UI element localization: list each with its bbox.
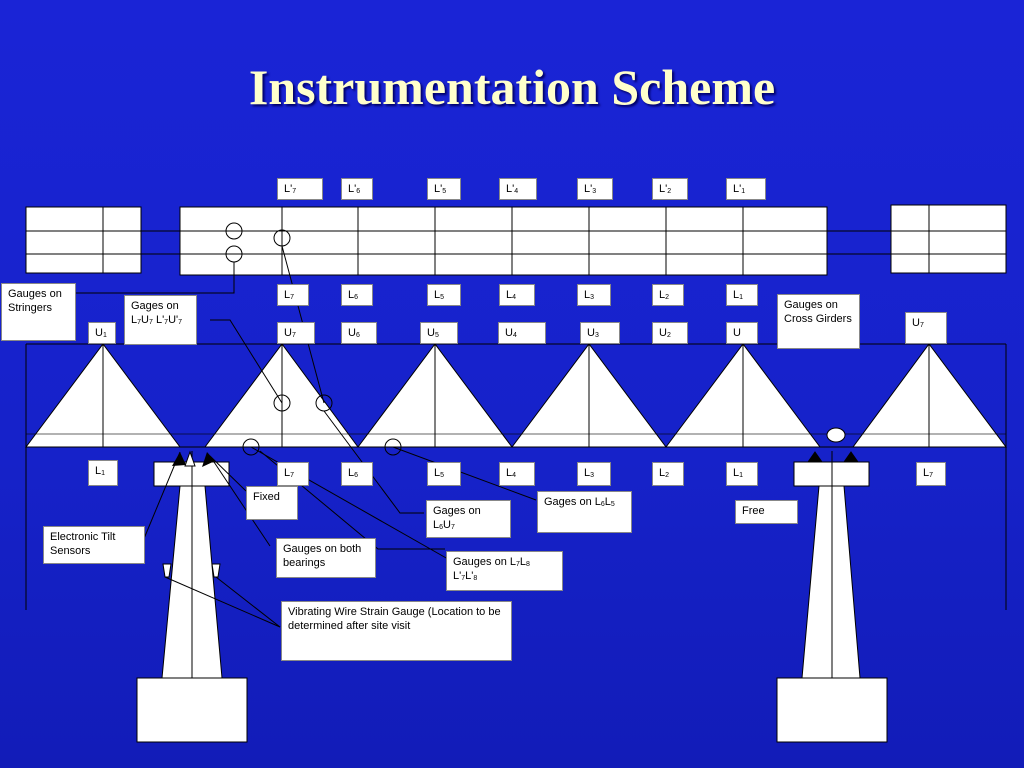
label-bl5: L5 [427, 462, 461, 486]
label-u4: U4 [498, 322, 546, 344]
deck-left-panel [25, 206, 142, 274]
label-bl1b: L1 [726, 462, 758, 486]
label-bl7: L7 [277, 462, 309, 486]
right-pier-footing [776, 677, 888, 743]
label-bl1: L1 [88, 460, 118, 486]
callout-fixed: Fixed [246, 486, 298, 520]
label-lp6: L'6 [341, 178, 373, 200]
callout-tilt-sensors: Electronic Tilt Sensors [43, 526, 145, 564]
label-bl2: L2 [652, 462, 684, 486]
callout-l6u7: Gages on L6U7 [426, 500, 511, 538]
callout-l7l8: Gauges on L7L8 L'7L'8 [446, 551, 563, 591]
callout-free: Free [735, 500, 798, 524]
label-lp3: L'3 [577, 178, 613, 200]
callout-l6l5: Gages on L6L5 [537, 491, 632, 533]
label-u7-right: U7 [905, 312, 947, 344]
label-bl4: L4 [499, 462, 535, 486]
label-l6: L6 [341, 284, 373, 306]
label-bl7-right: L7 [916, 462, 946, 486]
label-u5: U5 [420, 322, 458, 344]
callout-stringers: Gauges on Stringers [1, 283, 76, 341]
label-u6: U6 [341, 322, 377, 344]
label-bl3: L3 [577, 462, 611, 486]
right-pier-column [801, 485, 861, 679]
label-lp1: L'1 [726, 178, 766, 200]
label-lp7: L'7 [277, 178, 323, 200]
gauge-circle [242, 438, 260, 456]
gauge-circle [273, 394, 291, 412]
callout-strain-gauge: Vibrating Wire Strain Gauge (Location to… [281, 601, 512, 661]
label-l7: L7 [277, 284, 309, 306]
label-u1: U1 [88, 322, 116, 344]
deck-center-panel [179, 206, 828, 276]
label-l5: L5 [427, 284, 461, 306]
label-l1: L1 [726, 284, 758, 306]
label-lp4: L'4 [499, 178, 537, 200]
slide-title: Instrumentation Scheme [248, 59, 776, 115]
label-u: U [726, 322, 758, 344]
gauge-circle [826, 427, 846, 443]
label-l4: L4 [499, 284, 535, 306]
label-u2: U2 [652, 322, 688, 344]
gauge-circle [384, 438, 402, 456]
callout-gages-l7u7: Gages on L7U7 L'7U'7 [124, 295, 197, 345]
gauge-circle [225, 222, 243, 240]
left-pier-footing [136, 677, 248, 743]
label-u3: U3 [580, 322, 620, 344]
label-bl6: L6 [341, 462, 373, 486]
label-lp2: L'2 [652, 178, 688, 200]
callout-cross-girders: Gauges on Cross Girders [777, 294, 860, 349]
label-l2: L2 [652, 284, 684, 306]
label-l3: L3 [577, 284, 611, 306]
label-u7: U7 [277, 322, 315, 344]
deck-right-panel [890, 204, 1007, 274]
label-lp5: L'5 [427, 178, 461, 200]
callout-bearings: Gauges on both bearings [276, 538, 376, 578]
